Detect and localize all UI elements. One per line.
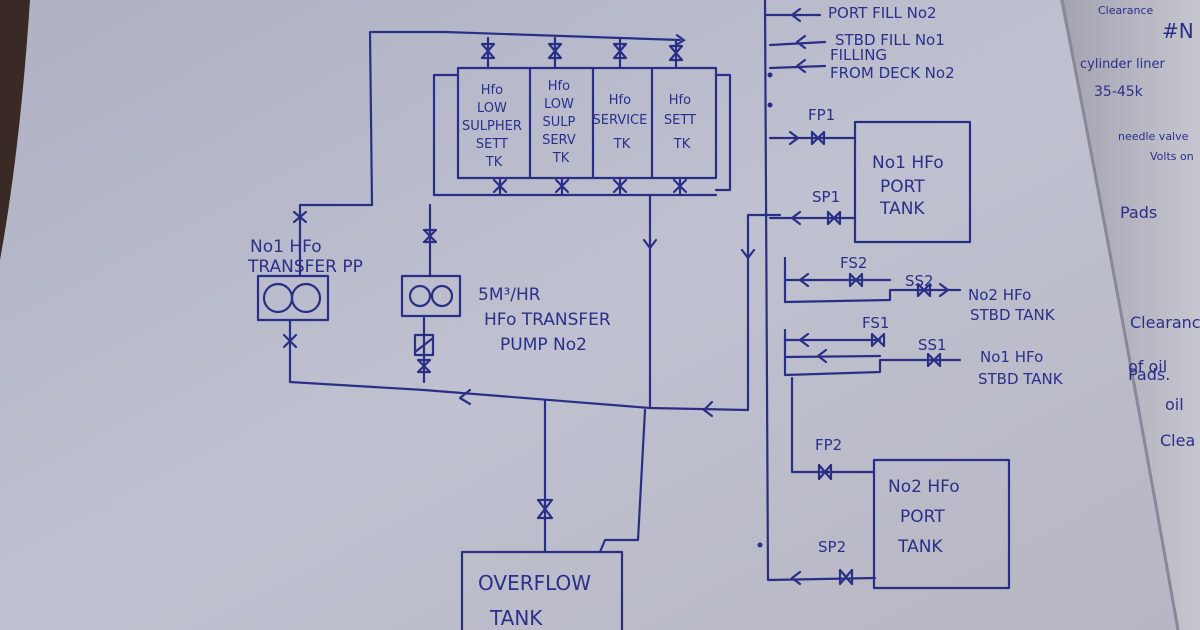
valve-sp2: SP2 [818,538,846,556]
svg-text:Clea: Clea [1160,431,1195,450]
valve-sp1: SP1 [812,188,840,206]
svg-text:#N: #N [1162,19,1194,43]
valve-fs1: FS1 [862,314,889,332]
top-valves [480,42,688,194]
no1-stbd-tank-label: No1 HFo STBD TANK [978,348,1064,388]
svg-text:Volts on: Volts on [1150,150,1194,163]
no2-port-tank [790,376,1011,590]
tank-label-low-sulpher-sett: Hfo LOW SULPHER SETT TK [462,83,526,170]
pump-label-no1: No1 HFo TRANSFER PP [247,237,363,277]
valve-fp1: FP1 [808,106,835,124]
svg-text:Clearance: Clearance [1098,4,1154,17]
svg-text:35-45k: 35-45k [1094,84,1144,100]
valve-ss1: SS1 [918,336,947,354]
no2-stbd-tank-label: No2 HFo STBD TANK [968,286,1056,324]
fill-line-labels: PORT FILL No2 STBD FILL No1 FILLING FROM… [828,4,955,82]
valve-fp2: FP2 [815,436,842,454]
no1-port-tank-label: No1 HFo PORT TANK [872,153,949,219]
svg-text:of oil: of oil [1128,357,1167,376]
svg-text:Pads: Pads [1120,203,1157,222]
tank-label-service: Hfo SERVICE TK [593,93,652,152]
right-page-notes: Clearance #N cylinder liner 35-45k needl… [1080,4,1200,450]
pump-no2 [400,203,462,384]
right-page [1060,0,1200,630]
pump-label-no2: 5M³/HR HFo TRANSFER PUMP No2 [478,285,616,355]
svg-text:Clearance: Clearance [1130,313,1200,332]
svg-text:cylinder liner: cylinder liner [1080,57,1165,72]
valve-fs2: FS2 [840,254,867,272]
svg-text:Pads.: Pads. [1128,365,1170,384]
stbd-branches [783,256,962,377]
no1-port-tank [768,120,972,244]
overflow-tank [460,398,647,630]
overflow-tank-label: OVERFLOW TANK [478,571,597,630]
tank-label-low-sulp-serv: Hfo LOW SULP SERV TK [542,79,580,166]
tank-label-sett: Hfo SETT TK [664,93,700,152]
valve-ss2: SS2 [905,272,934,290]
svg-text:oil: oil [1165,395,1184,414]
svg-text:needle valve: needle valve [1118,130,1189,143]
no2-port-tank-label: No2 HFo PORT TANK [888,477,965,557]
pump-no1 [256,203,374,384]
